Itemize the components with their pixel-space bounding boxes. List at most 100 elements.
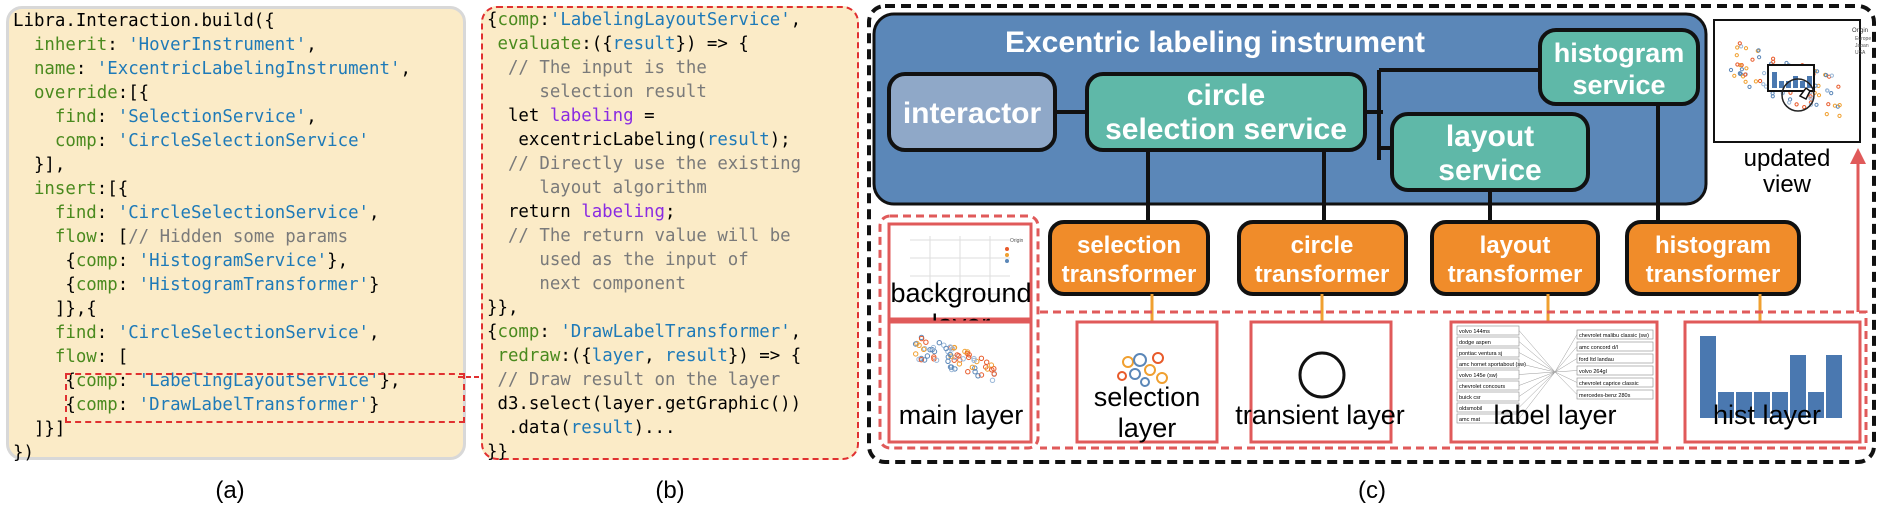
background-main-group (878, 214, 1040, 450)
code-b-token: , (790, 10, 802, 30)
scatter-point (1734, 53, 1739, 58)
scatter-point (916, 342, 922, 348)
code-b-token: evaluate (497, 34, 582, 54)
label-layer-label: label layer (1493, 400, 1616, 430)
code-a-token: inherit (33, 35, 108, 55)
caption-b: (b) (655, 477, 684, 504)
scatter-point (1761, 82, 1766, 87)
label-text: chevrolet malibu classic (sw) (1579, 333, 1649, 339)
code-a-token: find (54, 323, 97, 343)
scatter-point (1743, 46, 1749, 51)
layout-service-box[interactable] (1390, 112, 1590, 192)
scatter-point (1770, 94, 1775, 99)
code-a-token: comp (75, 275, 118, 295)
scatter-point (1762, 71, 1767, 76)
interactor-label: interactor (903, 97, 1042, 130)
code-a-token: : (96, 203, 118, 223)
code-a-token: , (306, 107, 317, 127)
label-leader (1518, 371, 1556, 408)
circle-transformer-label-1: circle (1291, 232, 1354, 259)
circle-service-label-1: circle (1187, 79, 1265, 112)
scatter-point (974, 358, 980, 365)
scatter-point (1829, 73, 1835, 78)
scatter-point (913, 351, 919, 357)
label-leader (1518, 371, 1556, 397)
label-leader (1518, 352, 1556, 373)
label-leader (1554, 371, 1578, 395)
layout-transformer-box (1430, 220, 1600, 296)
scatter-point (984, 359, 990, 365)
scatter-point (924, 353, 931, 359)
scatter-point (1743, 72, 1748, 77)
scatter-point (971, 355, 977, 362)
code-a-token: ]},{ (13, 299, 97, 319)
code-b-token: }} (487, 442, 508, 462)
label-leader (1554, 370, 1578, 373)
code-b-token: }) => { (675, 34, 749, 54)
code-a-token: comp (54, 131, 97, 151)
circle-transformer-label-2: transformer (1255, 261, 1390, 288)
code-a-token: // Hidden some params (128, 227, 349, 247)
updated-view-label-2: view (1763, 171, 1812, 198)
code-b-token: selection result (487, 82, 707, 102)
scatter-point (966, 352, 972, 358)
code-a-token: 'HistogramService' (138, 251, 328, 271)
code-b-token: result (612, 34, 676, 54)
code-a-token: flow (54, 347, 97, 367)
code-a-token: override (33, 83, 118, 103)
scatter-point (954, 352, 960, 358)
background-layer-label-1: background (890, 278, 1031, 308)
code-a-token: : (107, 35, 129, 55)
code-a-token: } (369, 395, 380, 415)
layout-transformer-label-1: layout (1480, 232, 1551, 259)
histogram-transformer-label-1: histogram (1655, 232, 1771, 259)
scatter-point (1737, 71, 1743, 76)
scatter-point (978, 372, 985, 378)
code-a-token: find (54, 107, 97, 127)
code-b-token: 'LabelingLayoutService' (549, 10, 791, 30)
label-leader (1554, 371, 1578, 383)
scatter-point (1739, 63, 1744, 68)
caption-a: (a) (215, 477, 244, 504)
code-a-token: }], (13, 155, 66, 175)
code-a-token: 'ExcentricLabelingInstrument' (96, 59, 401, 79)
panel-c-frame (867, 4, 1876, 464)
code-a-token: : (117, 371, 139, 391)
code-a-token: }, (327, 251, 349, 271)
label-text: dodge aspen (1459, 340, 1491, 346)
code-a-token: :[{ (96, 179, 129, 199)
scatter-point (989, 367, 995, 373)
updated-legend-3: USA (1855, 50, 1866, 56)
scatter-point (1737, 41, 1742, 46)
scatter-point (1808, 94, 1813, 99)
update-arrow-head (1850, 148, 1866, 164)
histogram-service-box[interactable] (1538, 28, 1700, 106)
interactor-box[interactable] (887, 72, 1057, 152)
code-panel-a: Libra.Interaction.build({ inherit: 'Hove… (6, 6, 466, 463)
code-a-token: } (369, 275, 380, 295)
code-b-token: { (487, 322, 498, 342)
scatter-point (1758, 78, 1763, 84)
scatter-point (1771, 59, 1776, 64)
code-b-token: ; (665, 202, 676, 222)
code-a-token: :[{ (117, 83, 150, 103)
code-a-token: 'HistogramTransformer' (138, 275, 370, 295)
scatter-point (918, 335, 925, 342)
code-b-token: }) => { (727, 346, 802, 366)
circle-selection-service-box[interactable] (1085, 72, 1367, 152)
code-b-token: ); (769, 130, 791, 150)
transformer-layer-links (1150, 294, 1762, 322)
scatter-point (1802, 105, 1807, 110)
selection-layer-thumb (1075, 320, 1219, 444)
code-a-token: ]}] (13, 419, 66, 439)
label-leader (1554, 346, 1578, 373)
scatter-point (951, 357, 957, 363)
code-a-token: , (369, 203, 380, 223)
code-a-token: , (369, 323, 380, 343)
scatter-point (962, 348, 968, 355)
code-panel-b: {comp:'LabelingLayoutService', evaluate:… (481, 6, 859, 462)
code-a-token: : [ (96, 347, 129, 367)
scatter-point (1747, 84, 1752, 90)
code-a-token: comp (75, 395, 118, 415)
code-a-token: name (33, 59, 76, 79)
